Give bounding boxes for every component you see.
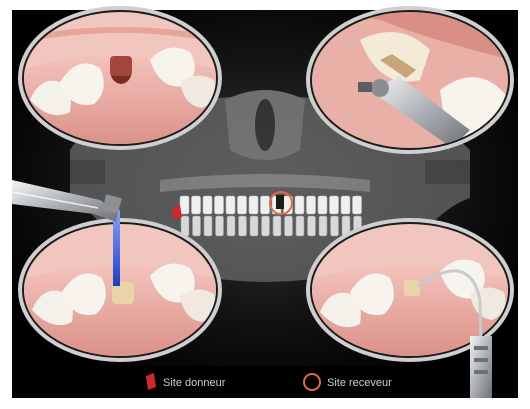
lower-tooth bbox=[227, 216, 235, 236]
upper-tooth bbox=[203, 196, 212, 214]
upper-tooth bbox=[180, 196, 189, 214]
laser-beam bbox=[113, 210, 120, 286]
lower-tooth bbox=[204, 216, 212, 236]
lower-tooth bbox=[216, 216, 224, 236]
upper-tooth bbox=[330, 196, 339, 214]
legend-strip bbox=[12, 366, 518, 398]
legend-donor-label: Site donneur bbox=[163, 377, 225, 389]
lower-tooth bbox=[331, 216, 339, 236]
upper-tooth bbox=[226, 196, 235, 214]
upper-tooth bbox=[341, 196, 350, 214]
upper-tooth bbox=[238, 196, 247, 214]
legend-donor-site: Site donneur bbox=[143, 372, 225, 394]
lower-tooth bbox=[193, 216, 201, 236]
lower-tooth bbox=[273, 216, 281, 236]
inset-top-left bbox=[20, 8, 220, 150]
upper-tooth bbox=[307, 196, 316, 214]
upper-tooth bbox=[261, 196, 270, 214]
lower-tooth bbox=[308, 216, 316, 236]
lower-tooth bbox=[262, 216, 270, 236]
legend-recipient-label: Site receveur bbox=[327, 377, 392, 389]
lower-tooth bbox=[319, 216, 327, 236]
upper-tooth bbox=[295, 196, 304, 214]
upper-tooth bbox=[318, 196, 327, 214]
upper-tooth bbox=[215, 196, 224, 214]
lower-tooth bbox=[250, 216, 258, 236]
lower-tooth bbox=[296, 216, 304, 236]
legend-recipient-site: Site receveur bbox=[303, 372, 392, 394]
upper-tooth bbox=[249, 196, 258, 214]
lower-tooth bbox=[285, 216, 293, 236]
lower-tooth bbox=[239, 216, 247, 236]
upper-tooth bbox=[192, 196, 201, 214]
upper-tooth bbox=[353, 196, 362, 214]
